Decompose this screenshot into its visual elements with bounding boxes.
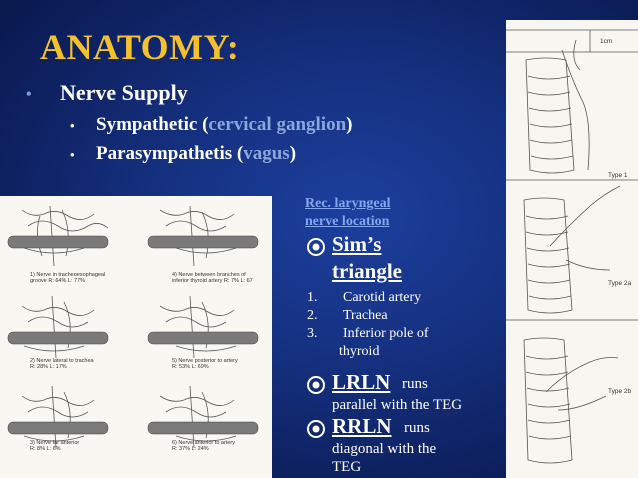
parasympathetic-text: Parasympathetis ( (96, 143, 244, 164)
type2a-label: Type 2a (608, 280, 632, 287)
bullet-parasympathetic: • Parasympathetis (vagus) (70, 143, 296, 165)
figure-label-line: inferior thyroid artery R: 7% L: 67 (172, 278, 253, 284)
type2b-label: Type 2b (608, 388, 632, 395)
bullet-dot: • (70, 117, 75, 133)
sims-line2: triangle (332, 259, 402, 283)
slide-title: ANATOMY: (40, 27, 240, 67)
target-bullet-icon (307, 420, 325, 438)
sympathetic-text: Sympathetic ( (96, 114, 209, 135)
rln-caption-line1: Rec. laryngeal (305, 196, 391, 211)
lrln-desc: parallel with the TEG (332, 397, 463, 413)
rrln-desc-line1: diagonal with the (332, 441, 437, 457)
bullet-dot: • (26, 85, 32, 103)
list-item-number: 1. (307, 290, 318, 305)
bullet-sympathetic: • Sympathetic (cervical ganglion) (70, 114, 352, 136)
list-item-text: Carotid artery (343, 290, 422, 305)
lrln-label: LRLN (332, 370, 391, 394)
sims-list: 1. Carotid artery 2. Trachea 3. Inferior po… (307, 289, 429, 361)
target-bullet-icon (307, 238, 325, 256)
figure-label-line: R: 53% L: 69% (172, 364, 209, 370)
rln-types-figure: 1cm Type 1 Type 2a Type 2b (506, 20, 638, 478)
rln-caption-line2: nerve location (305, 214, 390, 229)
figure-label-line: 6) Nerve anterior to artery (172, 440, 235, 446)
rln-caption: Rec. laryngeal nerve location (305, 195, 391, 231)
figure-label-line: R: 28% L: 17% (30, 364, 67, 370)
figure-label-line: 4) Nerve between branches of (172, 272, 246, 278)
sympathetic-close: ) (346, 114, 353, 135)
list-item-text: Trachea (343, 308, 388, 323)
list-item-text: Inferior pole of (343, 326, 429, 341)
list-item-number: 2. (307, 308, 318, 323)
list-item: 3. Inferior pole of (307, 325, 429, 343)
figure-label-line: 5) Nerve posterior to artery (172, 358, 238, 364)
rrln-label: RRLN (332, 414, 392, 438)
figure-label-line: 2) Nerve lateral to trachea (30, 358, 94, 364)
figure-label-line: R: 37% L: 24% (172, 446, 209, 452)
scale-label: 1cm (600, 38, 613, 45)
rln-types-drawing (506, 29, 638, 464)
parasympathetic-highlight: vagus (243, 143, 290, 164)
sims-line1: Sim’s (332, 232, 382, 256)
list-item-continuation: thyroid (339, 344, 380, 359)
rln-variations-drawing (7, 205, 259, 449)
figure-label-line: R: 8% L: 6% (30, 446, 61, 452)
lrln-runs: runs (402, 376, 428, 392)
target-bullet-icon (307, 376, 325, 394)
list-item: 2. Trachea (307, 307, 429, 325)
parasympathetic-close: ) (289, 143, 297, 164)
figure-label-line: 1) Nerve in tracheoesophageal (30, 272, 106, 278)
rrln-runs: runs (404, 420, 430, 436)
type1-label: Type 1 (608, 172, 628, 179)
bullet-dot: • (70, 146, 75, 162)
bullet-nerve-supply-text: Nerve Supply (60, 80, 188, 105)
rrln-desc-line2: TEG (332, 459, 362, 475)
figure-label-line: 3) Nerve far anterior (30, 440, 80, 446)
sympathetic-highlight: cervical ganglion (208, 114, 347, 135)
figure-label-line: groove R: 64% L: 77% (30, 278, 86, 284)
list-item: 1. Carotid artery (307, 289, 429, 307)
list-item-number: 3. (307, 326, 318, 341)
bullet-nerve-supply: • Nerve Supply (26, 80, 188, 106)
